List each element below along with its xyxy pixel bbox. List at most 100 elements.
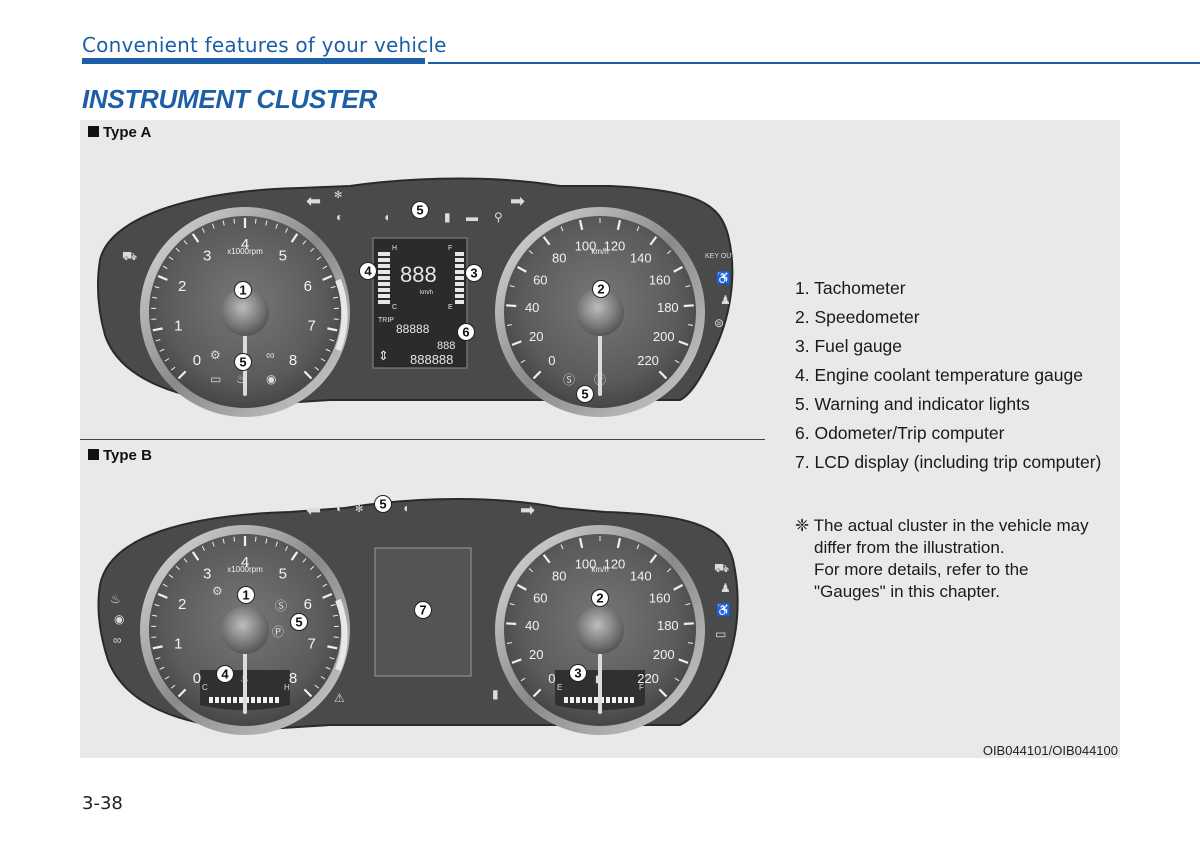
major-tick [532, 370, 542, 380]
minor-tick [506, 324, 512, 326]
gauge-segment [221, 697, 225, 703]
turn-right-icon: ➡ [520, 500, 535, 520]
lcd-unit: km/h [420, 290, 433, 296]
dial-tick-label: 180 [657, 300, 679, 315]
dial-tick-label: 0 [193, 352, 201, 369]
dial-tick-label: 160 [649, 590, 671, 605]
minor-tick [233, 536, 236, 542]
minor-tick [302, 240, 307, 245]
needle-hub [576, 606, 624, 654]
callout-marker: 4 [216, 665, 234, 683]
minor-tick [509, 285, 515, 288]
gauge-segment [630, 697, 634, 703]
fog-light-icon: ✻ [334, 190, 342, 201]
major-tick [683, 304, 694, 308]
svg-text:4: 4 [364, 264, 372, 279]
minor-tick [666, 568, 672, 573]
gauge-segment [606, 697, 610, 703]
svg-text:1: 1 [242, 588, 249, 603]
major-tick [616, 537, 622, 549]
gauge-segment [215, 697, 219, 703]
major-tick [511, 658, 522, 664]
needle-hub [576, 288, 624, 336]
major-tick [152, 645, 163, 650]
minor-tick [302, 558, 307, 563]
dial-unit-label: x1000rpm [227, 247, 263, 256]
fuel-bar-segment [455, 270, 464, 274]
key-out-label: KEY OUT [705, 253, 736, 260]
minor-tick [152, 614, 158, 617]
major-tick [191, 233, 200, 243]
fuel-bar-segment [455, 294, 464, 298]
fuel-bar-segment [455, 276, 464, 280]
minor-tick [175, 565, 180, 570]
major-tick [157, 593, 168, 599]
dial-tick-label: 1 [174, 635, 182, 652]
dial-tick-label: 60 [533, 272, 547, 287]
dial-tick-label: 40 [525, 300, 539, 315]
svg-text:2: 2 [596, 591, 603, 606]
needle-hub [221, 606, 269, 654]
minor-tick [332, 614, 338, 617]
major-tick [578, 219, 584, 231]
minor-tick [233, 218, 236, 224]
minor-tick [170, 366, 176, 371]
major-tick [327, 327, 338, 332]
major-tick [506, 304, 517, 308]
airbag-icon: ♿ [716, 271, 731, 285]
dial-tick-label: 100 [575, 239, 597, 254]
minor-tick [154, 604, 160, 607]
indicator-icons-type-a: ⬅ ✻ ◐ ◖ ▮ ▬ ⚲ ➡ ⛟ ⚙ ∞ ▭ ♨ ◉ Ⓢ Ⓟ KEY OUT … [122, 190, 736, 387]
fuel-gauge-icon: ▮ [595, 674, 601, 685]
seat-belt-warning-icon: ♟ [720, 293, 731, 307]
major-tick [673, 265, 684, 273]
gauge-segment [275, 697, 279, 703]
indicator-icons-type-b: ⬅ ◐ ✻ ◖ ➡ ♨ ◉ ∞ ⚙ Ⓢ Ⓟ ⚠ ▮ ⛟ ♟ ♿ ▭ C H E … [110, 500, 731, 705]
major-tick [542, 236, 551, 246]
minor-tick [222, 538, 225, 544]
note-line: differ from the illustration. [814, 538, 1005, 557]
dial-tick-label: 160 [649, 272, 671, 287]
section-title: INSTRUMENT CLUSTER [82, 84, 378, 114]
dial-tick-label: 5 [279, 565, 287, 582]
lcd-fuel-e: E [448, 304, 453, 311]
legend-item: 7. LCD display (including trip computer) [795, 452, 1102, 472]
gauge-segment [618, 697, 622, 703]
coil-icon: ∞ [266, 348, 275, 362]
minor-tick [170, 684, 176, 689]
callout-marker: 3 [569, 664, 587, 682]
major-tick [578, 537, 584, 549]
minor-tick [159, 348, 165, 352]
minor-tick [201, 228, 206, 233]
engine-check-icon: ⚙ [210, 348, 221, 362]
minor-tick [674, 677, 680, 682]
tire-pressure-icon: ◉ [266, 372, 276, 386]
minor-tick [284, 546, 289, 551]
svg-text:5: 5 [295, 615, 302, 630]
gauge-segment [612, 697, 616, 703]
gauge-segment [594, 697, 598, 703]
dial-tick-label: 180 [657, 618, 679, 633]
dial-tick-label: 140 [630, 251, 652, 266]
dial-tick-label: 60 [533, 590, 547, 605]
svg-text:4: 4 [221, 667, 229, 682]
chapter-title: Convenient features of your vehicle [82, 33, 447, 57]
minor-tick [325, 348, 331, 352]
dial-tick-label: 5 [279, 247, 287, 264]
dial-tick-label: 220 [637, 671, 659, 686]
svg-text:5: 5 [416, 203, 423, 218]
temp-bar-segment [378, 252, 390, 256]
oil-pressure-icon: ♨ [110, 592, 121, 606]
bullet-square-icon [88, 449, 99, 460]
major-tick [649, 554, 658, 564]
minor-tick [636, 226, 640, 232]
minor-tick [636, 544, 640, 550]
minor-tick [320, 358, 326, 362]
coil-icon: ∞ [113, 633, 122, 647]
major-tick [290, 551, 299, 561]
gauge-segment [239, 697, 243, 703]
fuel-door-icon: ▮ [444, 210, 451, 224]
gauge-segment [269, 697, 273, 703]
